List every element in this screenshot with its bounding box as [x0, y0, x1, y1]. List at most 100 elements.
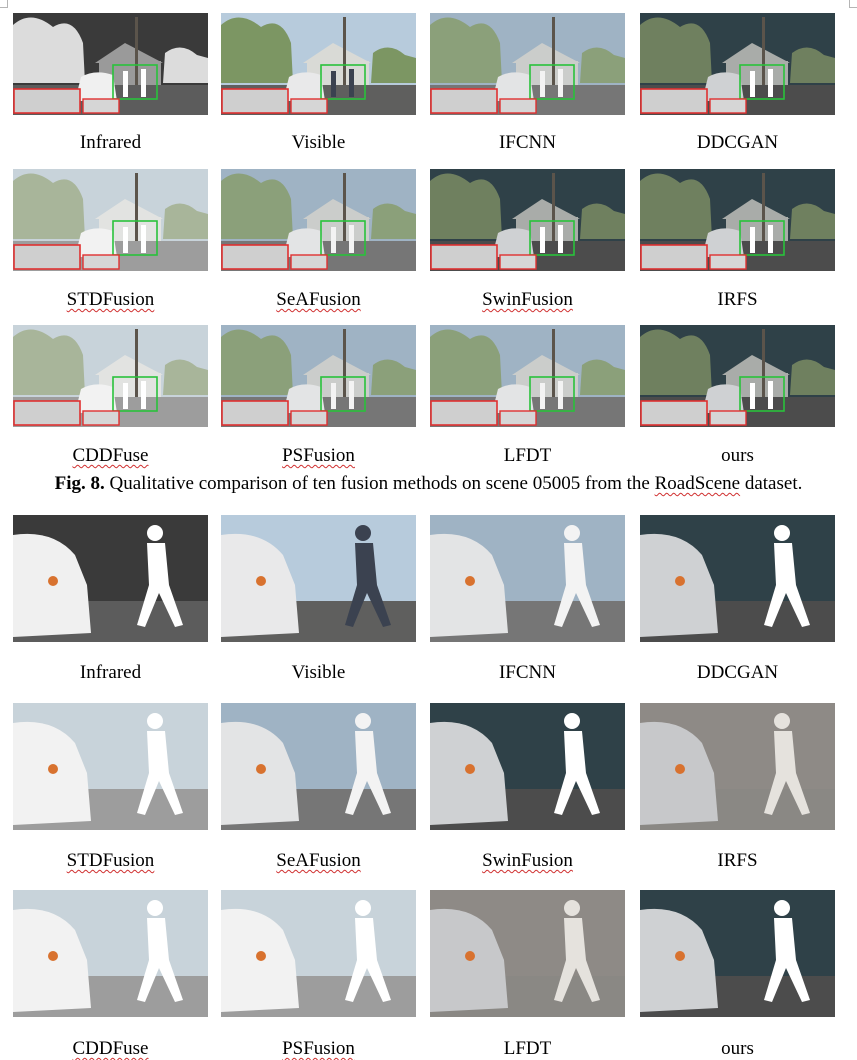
person-body [345, 918, 391, 1002]
inset-box-red-large [430, 88, 498, 114]
scene-illustration [13, 703, 208, 830]
fig8-label-stdfusion: STDFusion [1, 290, 221, 309]
person-body [764, 918, 810, 1002]
utility-pole [343, 17, 346, 87]
car-shape [283, 384, 325, 413]
fig8-image-ddcgan [640, 13, 835, 115]
zoom-box-green [112, 64, 158, 100]
car-tail-light [465, 576, 475, 586]
person-head [564, 900, 580, 916]
person-right [768, 69, 773, 97]
utility-pole [552, 329, 555, 399]
person-head [355, 900, 371, 916]
inset-box-red-large [640, 400, 708, 426]
car-shape [492, 228, 534, 257]
person-right [558, 381, 563, 409]
bush-region [163, 47, 208, 83]
zoom-box-green [320, 220, 366, 256]
fig8-label-ddcgan: DDCGAN [628, 133, 848, 152]
bush-region [371, 47, 416, 83]
zoom-box-green [529, 376, 575, 412]
scene-illustration [640, 325, 835, 427]
scene-illustration [640, 515, 835, 642]
car-tail-light [48, 951, 58, 961]
inset-box-red-large [13, 88, 81, 114]
method-name: Visible [291, 132, 346, 153]
bush-region [580, 359, 625, 395]
house-roof [512, 199, 580, 219]
car-shape [702, 228, 744, 257]
zoom-box-green [320, 376, 366, 412]
method-name: SwinFusion [482, 850, 573, 871]
car-tail-light [48, 764, 58, 774]
person-body [554, 543, 600, 627]
fig8-label-seafusion: SeAFusion [209, 290, 429, 309]
fig8-label-psfusion: PSFusion [209, 446, 429, 465]
fig9-label-lfdt: LFDT [418, 1039, 638, 1058]
zoom-box-green [739, 64, 785, 100]
scene-illustration [13, 169, 208, 271]
fig9-label-psfusion: PSFusion [209, 1039, 429, 1058]
person-body [764, 731, 810, 815]
zoom-box-green [739, 376, 785, 412]
method-name: ours [721, 445, 754, 466]
scene-illustration [13, 325, 208, 427]
house-roof [722, 355, 790, 375]
person-right [349, 69, 354, 97]
person-left [540, 71, 545, 97]
inset-box-red-large [221, 400, 289, 426]
fig8-image-lfdt [430, 325, 625, 427]
utility-pole [762, 329, 765, 399]
method-name: Infrared [79, 662, 142, 683]
person-left [123, 383, 128, 409]
car-shape [75, 384, 117, 413]
person-right [349, 381, 354, 409]
zoom-box-green [320, 64, 366, 100]
house-roof [95, 355, 163, 375]
fig8-label-ifcnn: IFCNN [418, 133, 638, 152]
fig9-label-ifcnn: IFCNN [418, 663, 638, 682]
person-left [750, 227, 755, 253]
fig8-image-swinfusion [430, 169, 625, 271]
zoom-box-green [112, 376, 158, 412]
scene-illustration [13, 515, 208, 642]
tree-region [430, 173, 502, 239]
person-left [750, 71, 755, 97]
tree-region [640, 173, 712, 239]
fig9-image-stdfusion [13, 703, 208, 830]
inset-box-red-small [709, 254, 747, 270]
house-roof [722, 43, 790, 63]
method-name: DDCGAN [696, 662, 779, 683]
utility-pole [552, 17, 555, 87]
house-roof [512, 355, 580, 375]
utility-pole [135, 173, 138, 243]
caption-prefix: Fig. 8. [54, 473, 105, 494]
bush-region [580, 47, 625, 83]
person-left [750, 383, 755, 409]
zoom-box-green [529, 220, 575, 256]
car-tail-light [256, 764, 266, 774]
fig8-image-ours [640, 325, 835, 427]
inset-box-red-large [640, 244, 708, 270]
utility-pole [343, 173, 346, 243]
inset-box-red-small [82, 410, 120, 426]
fig8-image-infrared [13, 13, 208, 115]
fig9-image-seafusion [221, 703, 416, 830]
utility-pole [762, 173, 765, 243]
person-right [141, 225, 146, 253]
fig9-image-irfs [640, 703, 835, 830]
fig9-image-ifcnn [430, 515, 625, 642]
car-tail-light [675, 951, 685, 961]
tree-region [640, 329, 712, 395]
utility-pole [135, 17, 138, 87]
person-head [147, 525, 163, 541]
person-body [554, 731, 600, 815]
zoom-box-green [739, 220, 785, 256]
bush-region [163, 359, 208, 395]
fig8-label-irfs: IRFS [628, 290, 848, 309]
utility-pole [552, 173, 555, 243]
utility-pole [135, 329, 138, 399]
scene-illustration [221, 325, 416, 427]
fig9-image-infrared [13, 515, 208, 642]
person-left [123, 71, 128, 97]
